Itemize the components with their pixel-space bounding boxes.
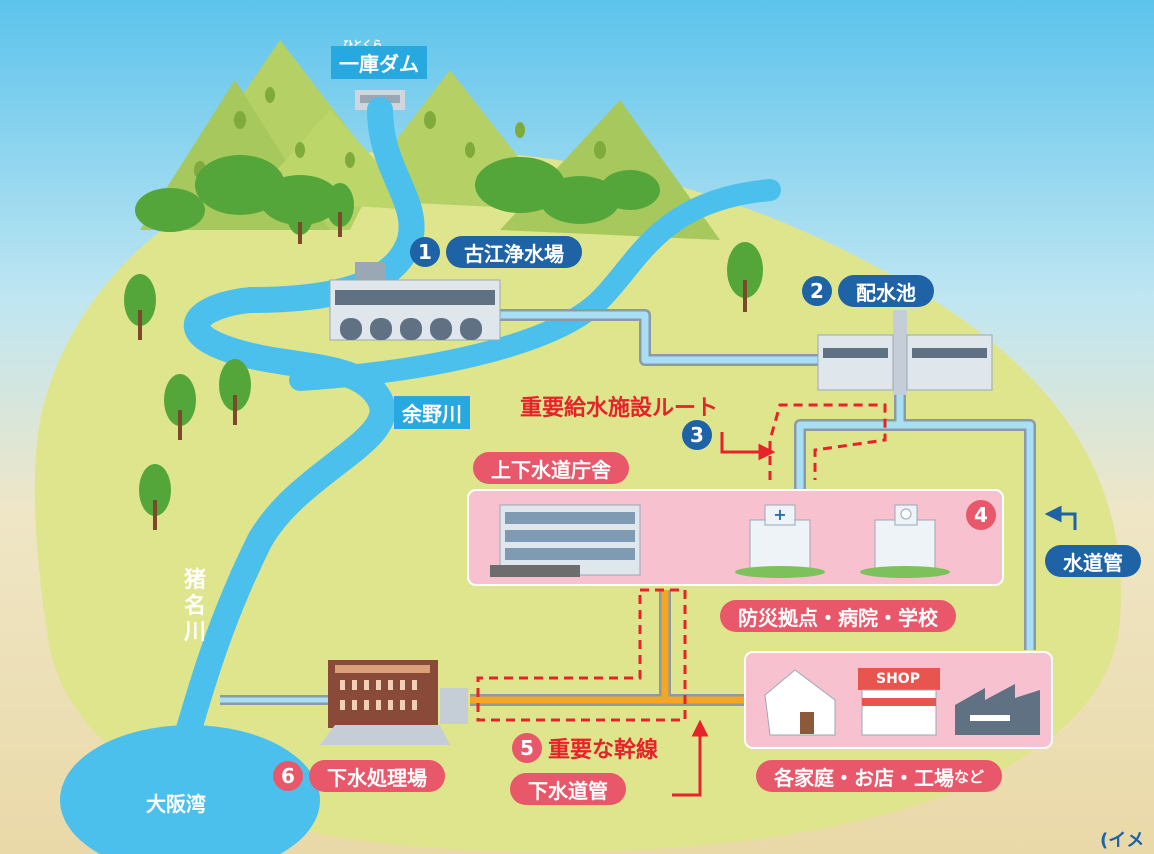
- water-pipe-name: 水道管: [1045, 545, 1141, 577]
- house-building: [764, 669, 836, 736]
- svg-text:+: +: [773, 505, 786, 524]
- shop-building: [858, 668, 940, 736]
- office-building: [490, 504, 641, 577]
- facility-4-number: 4: [966, 500, 996, 530]
- distribution-reservoir-tanks: [817, 310, 993, 395]
- facility-4-label: 4: [966, 500, 1002, 530]
- facility-1-number: 1: [410, 237, 440, 267]
- homes-suffix-text: など: [954, 767, 985, 786]
- river-ina-label: 猪名川: [183, 568, 206, 645]
- sewage-plant-building: [320, 660, 468, 745]
- disaster-base-label: 防災拠点・病院・学校: [720, 600, 956, 632]
- mountains: [135, 40, 720, 240]
- facility-2-name: 配水池: [838, 275, 934, 307]
- purification-plant-building: [329, 262, 501, 341]
- school-building: [860, 504, 950, 578]
- homes-name: 各家庭・お店・工場など: [756, 760, 1003, 792]
- factory-building: [955, 684, 1040, 735]
- hospital-building: +: [735, 504, 825, 578]
- rivers: [167, 97, 781, 773]
- osaka-bay-label: 大阪湾: [146, 792, 206, 816]
- dam-label: 一庫ダム: [331, 46, 427, 79]
- important-route-outline: [768, 403, 887, 480]
- osaka-bay-water: [60, 725, 320, 854]
- facility-3-label: 3: [682, 420, 718, 450]
- homes-label: 各家庭・お店・工場など: [756, 760, 1003, 792]
- office-label: 上下水道庁舎: [473, 452, 629, 484]
- facility-1-label: 1 古江浄水場: [410, 236, 582, 268]
- facility-6-label: 6 下水処理場: [273, 760, 445, 792]
- dam-ruby-text: ひとくら: [343, 36, 382, 51]
- facility-5-number: 5: [512, 733, 542, 763]
- facility-3-number: 3: [682, 420, 712, 450]
- trees: [124, 183, 763, 530]
- facility-1-name: 古江浄水場: [446, 236, 582, 268]
- footnote-text: (イメ: [1100, 830, 1145, 851]
- disaster-base-name: 防災拠点・病院・学校: [720, 600, 956, 632]
- sewer-pipe-label: 下水道管: [510, 773, 626, 805]
- sewer-pipes: [220, 590, 750, 706]
- facility-6-name: 下水処理場: [309, 760, 445, 792]
- sewer-pipe-name: 下水道管: [510, 773, 626, 805]
- water-pipe-arrow: [1044, 505, 1077, 530]
- important-trunk-outline: [476, 588, 687, 722]
- homes-main-text: 各家庭・お店・工場: [774, 765, 954, 790]
- facility-5-name: 重要な幹線: [548, 738, 659, 763]
- river-yono-label: 余野川: [394, 396, 470, 429]
- route-arrows: [672, 432, 776, 797]
- water-pipe-label: 水道管: [1045, 545, 1141, 577]
- facility-3-name: 重要給水施設ルート: [520, 396, 719, 421]
- office-name: 上下水道庁舎: [473, 452, 629, 484]
- facility-6-number: 6: [273, 761, 303, 791]
- shop-sign: SHOP: [876, 671, 920, 687]
- facility-2-label: 2 配水池: [802, 275, 934, 307]
- facility-5-label: 5 重要な幹線: [512, 732, 658, 764]
- facility-2-number: 2: [802, 276, 832, 306]
